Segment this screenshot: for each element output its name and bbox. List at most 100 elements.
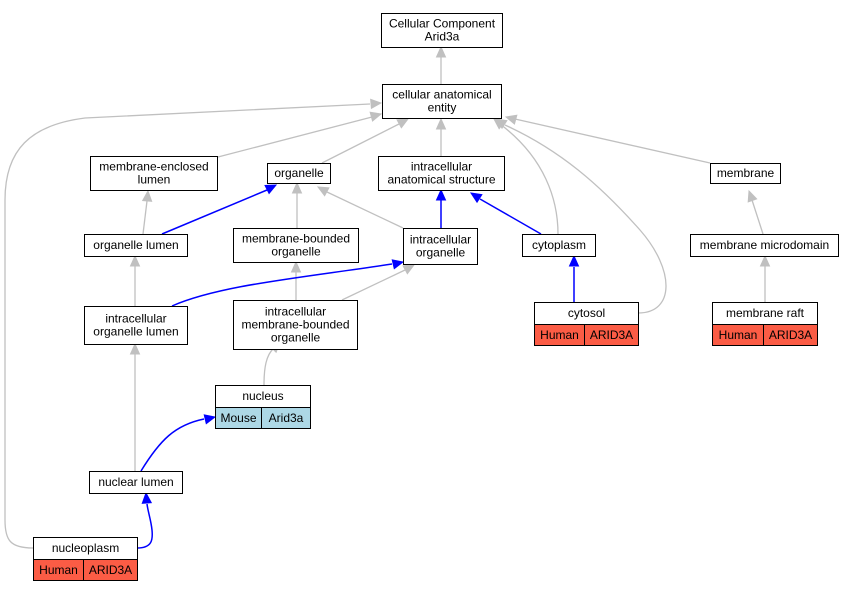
node-label-line: intracellular (105, 312, 166, 326)
node-label-line: Cellular Component (389, 17, 496, 31)
node-label-line: Arid3a (425, 30, 460, 44)
node-box (267, 163, 331, 184)
gene-cell (83, 559, 138, 581)
node-label-line: entity (428, 101, 457, 115)
node-box (403, 228, 478, 265)
node-label-line: intracellular (410, 233, 471, 247)
edge-arrowhead (141, 491, 153, 504)
node-label-line: membrane-bounded (241, 318, 349, 332)
node-box (84, 234, 188, 257)
is-a-edge (321, 123, 400, 164)
node-box (84, 306, 188, 345)
go-term-node-organelle[interactable]: organelle (267, 163, 331, 184)
node-box (90, 156, 218, 191)
node-box (378, 156, 505, 191)
node-box (522, 234, 596, 257)
is-a-edge (326, 191, 404, 229)
go-term-node-membrane[interactable]: membrane (710, 163, 781, 184)
go-term-node-orglumen[interactable]: organelle lumen (84, 234, 188, 257)
part-of-edge (161, 189, 268, 235)
gene-cell (763, 324, 818, 346)
edge-arrowhead (494, 118, 508, 130)
edge-arrowhead (203, 414, 217, 425)
node-label-line: nuclear lumen (98, 475, 173, 489)
node-label-line: organelle (271, 331, 321, 345)
gene-cell (261, 407, 311, 429)
node-box (233, 300, 358, 350)
is-a-edge (4, 103, 371, 549)
go-term-node-nuclumen[interactable]: nuclear lumen (89, 471, 183, 494)
species-label: Human (39, 563, 78, 577)
edge-arrowhead (435, 117, 447, 130)
node-label-line: nucleus (242, 389, 283, 403)
go-term-node-cytoplasm[interactable]: cytoplasm (522, 234, 596, 257)
edge-arrowhead (290, 260, 302, 273)
gene-label: ARID3A (590, 328, 633, 342)
is-a-edge (142, 200, 148, 235)
node-label-line: cytosol (568, 306, 605, 320)
node-label-line: anatomical structure (387, 173, 495, 187)
edge-arrowhead (264, 184, 278, 195)
edge-arrowhead (402, 264, 416, 275)
is-a-edge (341, 269, 406, 301)
species-label: Mouse (220, 411, 256, 425)
species-label: Human (540, 328, 579, 342)
graph-edges (4, 45, 771, 549)
node-label-line: organelle (271, 245, 321, 259)
part-of-edge (140, 418, 205, 472)
node-box (382, 84, 502, 119)
edge-arrowhead (291, 181, 303, 194)
gene-label: Arid3a (269, 411, 304, 425)
edge-arrowhead (435, 45, 447, 58)
node-label-line: intracellular (265, 305, 326, 319)
is-a-edge (504, 124, 667, 314)
node-box (690, 234, 839, 257)
node-label-line: organelle (274, 166, 324, 180)
node-label-line: membrane-bounded (242, 232, 350, 246)
node-label-line: membrane microdomain (700, 238, 829, 252)
node-label-line: cytoplasm (532, 238, 586, 252)
part-of-edge (171, 263, 393, 307)
edge-arrowhead (141, 189, 153, 202)
edge-arrowhead (129, 342, 141, 355)
part-of-edge (136, 503, 154, 549)
node-label-line: membrane (717, 166, 775, 180)
edge-arrowhead (747, 189, 758, 203)
edge-arrowhead (759, 254, 771, 267)
gene-label: ARID3A (89, 563, 132, 577)
go-term-node-memmicro[interactable]: membrane microdomain (690, 234, 839, 257)
species-label: Human (719, 328, 758, 342)
is-a-edge (263, 347, 275, 386)
node-label-line: intracellular (411, 160, 472, 174)
gene-label: ARID3A (769, 328, 812, 342)
node-label-line: organelle lumen (93, 238, 178, 252)
gene-cell (584, 324, 639, 346)
node-label-line: organelle lumen (93, 325, 178, 339)
edge-arrowhead (435, 188, 447, 201)
edge-arrowhead (391, 259, 405, 270)
node-label-line: organelle (416, 246, 466, 260)
edge-arrowhead (129, 254, 141, 267)
edge-arrowhead (370, 98, 383, 110)
edge-arrowhead (396, 118, 410, 129)
is-a-edge (751, 199, 764, 235)
node-label-line: lumen (138, 173, 171, 187)
node-box (89, 471, 183, 494)
node-box (233, 228, 359, 263)
part-of-edge (479, 198, 542, 235)
edge-arrowhead (568, 254, 580, 267)
